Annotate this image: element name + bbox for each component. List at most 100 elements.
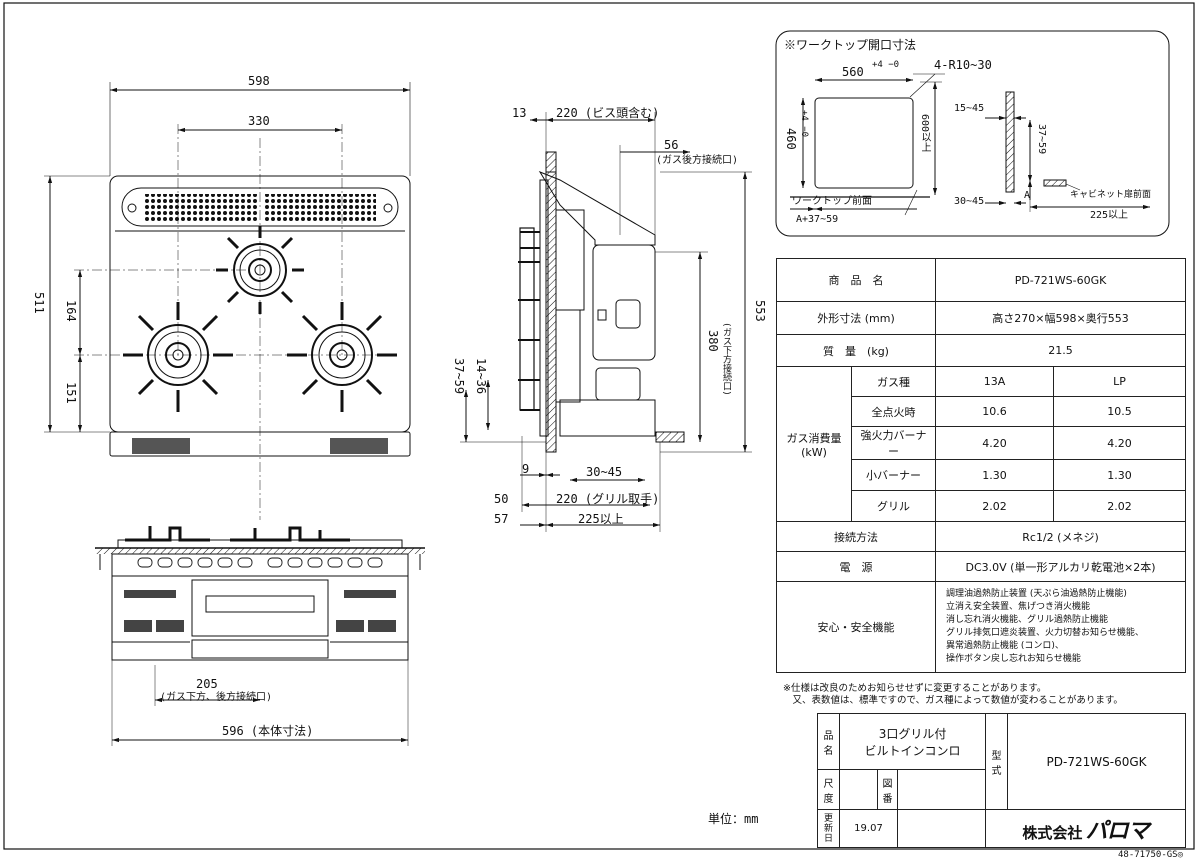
- cutout-detail: [775, 30, 1170, 237]
- cutout-15-45: 15~45: [954, 103, 985, 114]
- title-updated-value: 19.07: [839, 809, 898, 848]
- title-row-updated: 更 新 日 19.07 株式会社 パロマ: [817, 809, 1187, 848]
- dim-37-59: 37~59: [452, 358, 466, 395]
- company-cell: 株式会社 パロマ: [985, 809, 1187, 848]
- title-drawing-label: 図 番: [877, 769, 898, 810]
- spec-row-lp: 1.30: [1052, 459, 1187, 491]
- dim-56: 56: [664, 138, 679, 152]
- dim-13: 13: [512, 106, 527, 120]
- spec-conn-label: 接続方法: [776, 521, 936, 552]
- spec-row-size: 外形寸法 (mm) 高さ270×幅598×奥行553: [776, 301, 1187, 335]
- burner-rear: [216, 226, 304, 314]
- spec-safety-label: 安心・安全機能: [776, 581, 936, 673]
- doc-code: 48-71750-GS◎: [1118, 850, 1184, 860]
- spec-gastype-label: ガス種: [851, 366, 936, 397]
- title-name-value: 3口グリル付 ビルトインコンロ: [838, 713, 987, 770]
- spec-safety-list: 調理油過熱防止装置 (天ぷら油過熱防止機能) 立消え安全装置、焦げつき消火機能 …: [934, 581, 1187, 673]
- paloma-logo: パロマ: [1085, 818, 1150, 844]
- title-block: 品 名 3口グリル付 ビルトインコンロ 型 式 PD-721WS-60GK 尺 …: [817, 713, 1187, 848]
- spec-row-power: 電 源 DC3.0V (単一形アルカリ乾電池×2本): [776, 551, 1187, 582]
- spec-row-13a: 2.02: [935, 490, 1054, 522]
- title-name-label: 品 名: [817, 713, 840, 770]
- front-elevation-view: [95, 526, 425, 746]
- spec-gas-13a: 13A: [935, 366, 1054, 397]
- cutout-title: ※ワークトップ開口寸法: [784, 38, 917, 52]
- spec-row-gas: 強火力バーナー 4.20 4.20: [777, 426, 1187, 460]
- side-view: [460, 112, 752, 532]
- title-type-value: PD-721WS-60GK: [1007, 713, 1187, 810]
- dim-57: 57: [494, 512, 509, 526]
- dim-380: 380: [706, 330, 720, 352]
- dim-56-note: (ガス後方接続口): [656, 155, 739, 166]
- title-updated-label: 更 新 日: [817, 809, 840, 848]
- spec-row-gas: 全点火時 10.6 10.5: [777, 396, 1187, 427]
- dim-9: 9: [522, 462, 530, 476]
- spec-row-lp: 10.5: [1052, 396, 1187, 427]
- cutout-height-tol: +4 −0: [799, 110, 809, 138]
- dim-225: 225以上: [578, 512, 624, 526]
- safety-item: 消し忘れ消火機能、グリル過熱防止機能: [946, 615, 1109, 625]
- cutout-225: 225以上: [1090, 210, 1129, 221]
- spec-power-value: DC3.0V (単一形アルカリ乾電池×2本): [934, 551, 1187, 582]
- safety-item: 立消え安全装置、焦げつき消火機能: [946, 602, 1091, 612]
- title-scale-value: [839, 769, 878, 810]
- company-name: 株式会社: [1022, 823, 1083, 842]
- dim-body-width: 596 (本体寸法): [222, 724, 314, 738]
- cutout-cabinet: キャビネット扉前面: [1070, 190, 1152, 200]
- dim-14-36: 14~36: [474, 358, 488, 395]
- spec-row-mass: 質 量 (kg) 21.5: [776, 334, 1187, 367]
- title-scale-label: 尺 度: [817, 769, 840, 810]
- spec-size-label: 外形寸法 (mm): [776, 301, 936, 335]
- cutout-depth-600: 600以上: [919, 114, 930, 153]
- cutout-a: A: [1024, 190, 1031, 201]
- spec-row-lp: 2.02: [1052, 490, 1187, 522]
- safety-item: 操作ボタン戻し忘れお知らせ機能: [946, 654, 1081, 664]
- cutout-radius: 4-R10~30: [934, 58, 992, 72]
- cutout-a-label: A+37~59: [796, 214, 839, 225]
- dim-front-burner: 151: [64, 382, 78, 404]
- dim-gas-inlet: 205: [196, 677, 218, 691]
- spec-row-connection: 接続方法 Rc1/2 (メネジ): [776, 521, 1187, 552]
- spec-row-gastype: ガス消費量 (kW) ガス種 13A LP: [776, 366, 1187, 522]
- spec-gas-lp: LP: [1052, 366, 1187, 397]
- spec-product-value: PD-721WS-60GK: [934, 258, 1187, 302]
- dim-553: 553: [753, 300, 767, 322]
- spec-row-safety: 安心・安全機能 調理油過熱防止装置 (天ぷら油過熱防止機能) 立消え安全装置、焦…: [776, 581, 1187, 673]
- spec-row-13a: 1.30: [935, 459, 1054, 491]
- cutout-front-label: ワークトップ前面: [792, 196, 872, 207]
- cutout-width-tol: +4 −0: [872, 60, 900, 70]
- title-blank: [896, 809, 987, 848]
- spec-row-label: グリル: [851, 490, 936, 522]
- cutout-height: 460: [784, 128, 798, 150]
- spec-row-13a: 4.20: [935, 426, 1054, 460]
- spec-row-gas: 小バーナー 1.30 1.30: [777, 459, 1187, 491]
- dim-380-note: (ガス下方接続口): [721, 322, 731, 396]
- title-row-name: 品 名 3口グリル付 ビルトインコンロ 型 式 PD-721WS-60GK: [817, 713, 1187, 810]
- burner-front-left: [123, 302, 233, 412]
- spec-row-label: 強火力バーナー: [851, 426, 936, 460]
- title-row-scale: 尺 度 図 番: [817, 769, 1186, 810]
- spec-size-value: 高さ270×幅598×奥行553: [934, 301, 1187, 335]
- spec-conn-value: Rc1/2 (メネジ): [934, 521, 1187, 552]
- spec-row-product: 商 品 名 PD-721WS-60GK: [776, 258, 1187, 302]
- title-drawing-value: [896, 769, 987, 810]
- dim-gas-inlet-note: (ガス下方、後方接続口): [160, 692, 273, 703]
- cutout-30-45: 30~45: [954, 196, 985, 207]
- spec-row-label: 全点火時: [851, 396, 936, 427]
- spec-mass-value: 21.5: [934, 334, 1187, 367]
- dim-burner-pitch: 330: [248, 114, 270, 128]
- dim-50: 50: [494, 492, 509, 506]
- spec-notes: ※仕様は改良のためお知らせせずに変更することがあります。 又、表数値は、標準です…: [783, 683, 1123, 707]
- spec-product-label: 商 品 名: [776, 258, 936, 302]
- note-line: 又、表数値は、標準ですので、ガス種によって数値が変わることがあります。: [783, 695, 1123, 706]
- spec-row-13a: 10.6: [935, 396, 1054, 427]
- burner-front-right: [287, 302, 397, 412]
- spec-gas-label: ガス消費量 (kW): [776, 366, 852, 522]
- spec-power-label: 電 源: [776, 551, 936, 582]
- dim-220-grill: 220 (グリル取手): [556, 492, 660, 506]
- spec-table: 商 品 名 PD-721WS-60GK 外形寸法 (mm) 高さ270×幅598…: [776, 258, 1187, 673]
- dim-rear-burner: 164: [64, 300, 78, 322]
- cutout-37-59: 37~59: [1036, 124, 1047, 155]
- dim-220-screw: 220 (ビス頭含む): [556, 106, 660, 120]
